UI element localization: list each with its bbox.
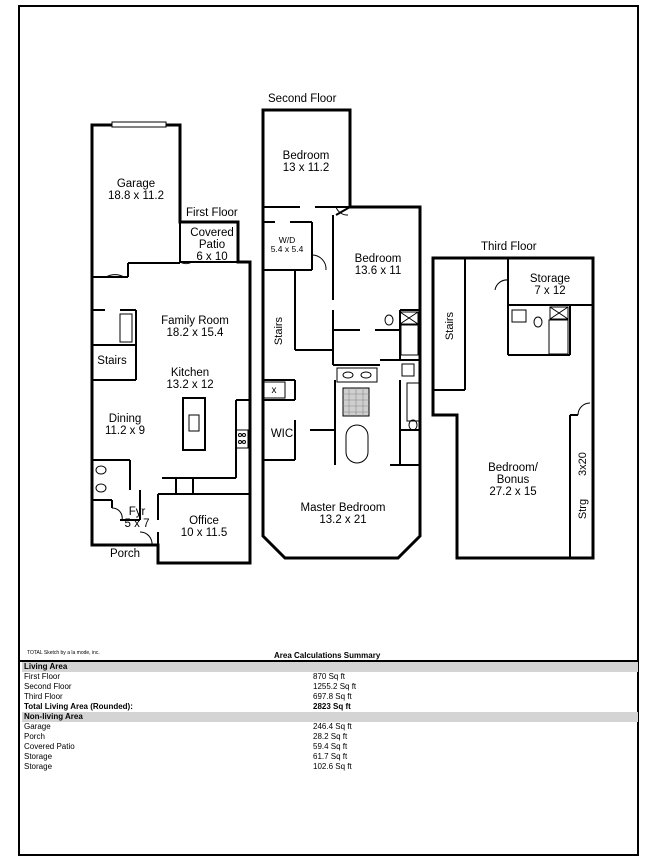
room-stairs-second: Stairs [273,316,285,346]
room-dims: 27.2 x 15 [489,486,537,498]
table-row: Covered Patio 59.4 Sq ft [24,742,348,751]
room-name: Family Room [161,315,229,327]
room-dims: 7 x 12 [534,285,566,297]
summary-rule [18,660,639,662]
table-row: Second Floor 1255.2 Sq ft [24,682,357,691]
room-dims: 5 x 7 [124,518,150,530]
room-name: Kitchen [170,367,210,379]
closet-mark: x [271,385,277,396]
room-strg-name: Strg [577,498,589,520]
room-kitchen: Kitchen 13.2 x 12 [166,367,213,391]
room-name: Garage [116,178,156,190]
third-floor-title: Third Floor [481,241,537,253]
room-bedroom-bonus: Bedroom/ Bonus 27.2 x 15 [483,462,543,498]
room-storage-third: Storage 7 x 12 [530,273,570,297]
room-dims: 13 x 11.2 [282,162,330,174]
first-floor-title: First Floor [186,207,238,219]
room-covered-patio: Covered Patio 6 x 10 [185,227,239,263]
room-stairs-first: Stairs [97,355,126,367]
room-name: Master Bedroom [300,502,386,514]
room-dims: 6 x 10 [196,251,228,263]
table-row: First Floor 870 Sq ft [24,672,346,681]
page-frame [18,5,639,856]
room-wd: W/D 5.4 x 5.4 [271,236,304,254]
room-name: W/D [278,235,296,245]
room-dims: 18.2 x 15.4 [166,327,224,339]
room-foyer: Fyr 5 x 7 [125,506,150,530]
summary-title: Area Calculations Summary [274,651,381,660]
total-living-row: Total Living Area (Rounded): 2823 Sq ft [24,702,351,711]
room-family-room: Family Room 18.2 x 15.4 [161,315,229,339]
third-floor-outline [431,256,595,560]
table-row: Garage 246.4 Sq ft [24,722,352,731]
room-name: Bedroom [354,253,402,265]
table-row: Porch 28.2 Sq ft [24,732,348,741]
second-floor-title: Second Floor [268,93,337,105]
room-bedroom-front: Bedroom 13 x 11.2 [283,150,330,174]
room-wic: WIC [271,428,293,440]
room-dims: 13.2 x 21 [319,514,367,526]
room-name: WIC [270,428,294,440]
room-name: Dining [108,413,142,425]
room-name: Bedroom [282,150,330,162]
room-dims: 11.2 x 9 [104,425,146,437]
room-dining: Dining 11.2 x 9 [105,413,145,437]
room-office: Office 10 x 11.5 [181,515,227,539]
room-bedroom-mid: Bedroom 13.6 x 11 [355,253,402,277]
room-name: Fyr [128,506,146,518]
sketch-credit: TOTAL Sketch by a la mode, inc. [27,650,100,656]
room-porch: Porch [110,548,140,560]
room-dims: 13.2 x 12 [166,379,214,391]
room-name: Storage [529,273,571,285]
living-area-header: Living Area [22,662,638,672]
room-stairs-third: Stairs [444,311,456,341]
table-row: Storage 102.6 Sq ft [24,762,352,771]
table-row: Storage 61.7 Sq ft [24,752,348,761]
room-strg-dims: 3x20 [577,452,589,476]
room-master-bedroom: Master Bedroom 13.2 x 21 [300,502,385,526]
room-dims: 5.4 x 5.4 [270,244,304,254]
room-dims: 13.6 x 11 [354,265,402,277]
room-name: Bedroom/ Bonus [488,462,538,486]
room-name: Stairs [97,355,127,367]
room-name: Office [189,515,219,527]
area-summary-table: Living Area First Floor 870 Sq ft Second… [22,662,638,772]
nonliving-area-header: Non-living Area [22,712,638,722]
room-garage: Garage 18.8 x 11.2 [108,178,164,202]
second-floor-outline [261,108,422,560]
room-name: Covered Patio [190,227,234,251]
room-dims: 10 x 11.5 [180,527,228,539]
room-name: Porch [109,548,141,560]
room-dims: 18.8 x 11.2 [107,190,165,202]
table-row: Third Floor 697.8 Sq ft [24,692,352,701]
